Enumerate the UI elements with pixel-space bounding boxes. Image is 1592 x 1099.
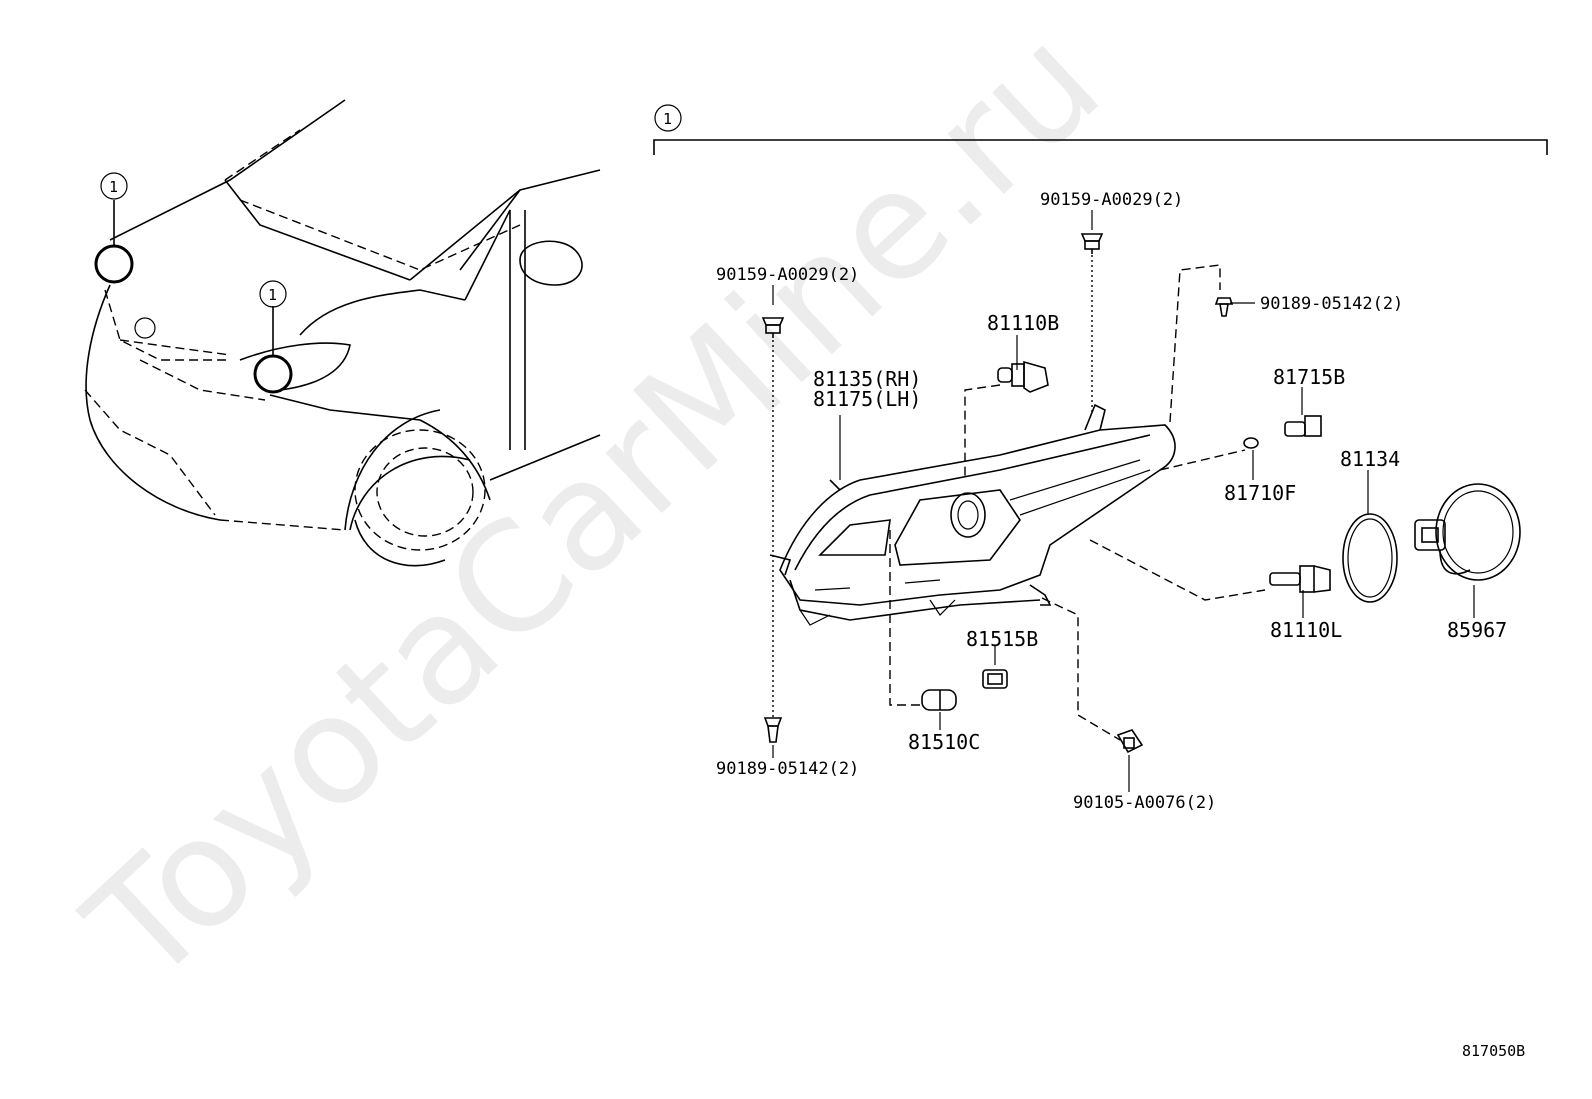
part-number-label: 81135(RH) [813,367,921,391]
part-number-label: 81175(LH) [813,387,921,411]
group-callout-label: 1 [663,110,672,128]
part-number-label: 85967 [1447,618,1507,642]
screw-icon [1080,233,1104,254]
part-number-label: 90159-A0029(2) [716,265,859,285]
part-number-label: 90189-05142(2) [1260,294,1403,314]
socket-icon [1284,415,1322,437]
part-number-label: 81715B [1273,365,1345,389]
part-number-label: 90105-A0076(2) [1073,793,1216,813]
hid-bulb-icon [1269,565,1331,593]
socket-icon [982,669,1008,689]
part-number-label: 90189-05142(2) [716,759,859,779]
callout-1-label: 1 [109,178,118,196]
headlamp-unit [769,403,1176,626]
car-front-illustration: 1 1 [84,99,601,567]
part-number-label: 81110L [1270,618,1342,642]
callout-1-label: 1 [268,286,277,304]
part-number-label: 81515B [966,627,1038,651]
part-number-label: 81134 [1340,447,1400,471]
part-number-label: 81110B [987,311,1059,335]
part-number-label: 90159-A0029(2) [1040,190,1183,210]
part-number-label: 81710F [1224,481,1296,505]
clip-icon [1214,297,1234,317]
watermark: ToyotaCarMine.ru [55,0,1133,1017]
diagram-code: 817050B [1462,1042,1525,1060]
headlamp-location-marker [94,244,134,284]
leader-lines [772,210,1475,792]
clip-icon [763,717,783,743]
screw-icon [761,317,785,338]
o-ring-icon [1342,513,1398,603]
wedge-bulb-icon [921,689,957,711]
small-bulb-icon [1243,437,1259,449]
headlamp-location-marker [253,354,293,394]
ballast-cover-icon [1414,483,1521,581]
bulb-icon [997,360,1049,393]
assembly-bracket: 1 [653,104,1548,155]
part-labels: 90159-A0029(2) 90159-A0029(2) 90189-0514… [716,190,1507,813]
part-number-label: 81510C [908,730,980,754]
bolt-icon [1116,729,1144,754]
